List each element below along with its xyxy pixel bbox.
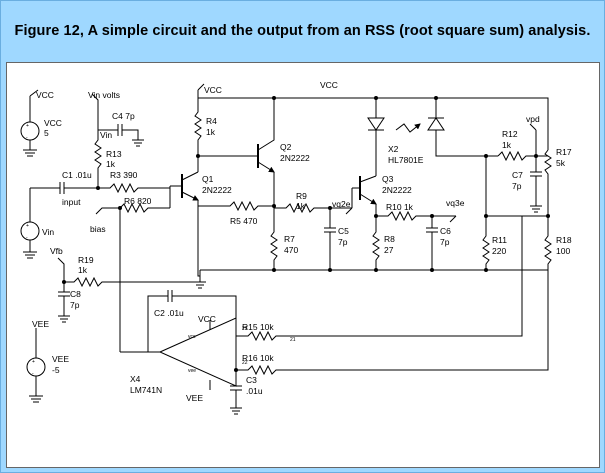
- figure-title: Figure 12, A simple circuit and the outp…: [14, 23, 591, 39]
- vin-volts-branch: [91, 93, 144, 188]
- vfb-label: Vfb: [50, 246, 63, 256]
- bias-node-label: bias: [90, 224, 106, 234]
- x2-laser: [367, 98, 498, 176]
- r18-label: R18: [556, 235, 572, 245]
- r8-label: R8: [384, 234, 395, 244]
- r11-value: 220: [492, 246, 506, 256]
- vee-source: + -: [26, 328, 46, 403]
- vin-source-label: Vin: [42, 227, 54, 237]
- c6-value: 7p: [440, 237, 450, 247]
- vee-op-label: VEE: [186, 393, 203, 403]
- photodiode-network: [482, 123, 552, 270]
- r6-label: R6 820: [124, 196, 152, 206]
- r11-label: R11: [492, 235, 507, 245]
- vee-source-name: VEE: [52, 354, 69, 364]
- q1-type: 2N2222: [202, 185, 232, 195]
- vee-node-label: VEE: [32, 319, 49, 329]
- vin-volts-label: Vin volts: [88, 90, 120, 100]
- r12-value: 1k: [502, 140, 512, 150]
- r17-label: R17: [556, 147, 572, 157]
- c5-label: C5: [338, 226, 349, 236]
- r17-value: 5k: [556, 158, 566, 168]
- svg-text:-: -: [32, 371, 34, 377]
- q1-label: Q1: [202, 174, 214, 184]
- x4-label: X4: [130, 374, 141, 384]
- r3-label: R3 390: [110, 170, 138, 180]
- r13-value: 1k: [106, 159, 116, 169]
- x2-type: HL7801E: [388, 155, 424, 165]
- c4-label: C4 7p: [112, 111, 135, 121]
- vcc-rail-label: VCC: [320, 80, 338, 90]
- svg-text:-: -: [26, 135, 28, 141]
- q3-label: Q3: [382, 174, 394, 184]
- vcc-source: + -: [20, 89, 40, 157]
- q3-type: 2N2222: [382, 185, 412, 195]
- r18-value: 100: [556, 246, 570, 256]
- vin-node-label: Vin: [100, 130, 112, 140]
- r9-label: R9: [296, 191, 307, 201]
- r19-label: R19: [78, 255, 94, 265]
- r7-value: 470: [284, 245, 298, 255]
- c3-label: C3: [246, 375, 257, 385]
- c7-value: 7p: [512, 181, 522, 191]
- r13-label: R13: [106, 149, 122, 159]
- svg-text:21: 21: [290, 337, 296, 343]
- svg-text:vee: vee: [188, 368, 196, 374]
- svg-text:+: +: [26, 123, 29, 129]
- c2-label: C2 .01u: [154, 308, 184, 318]
- q2-emitter-network: [198, 200, 353, 270]
- vcc-source-value: 5: [44, 128, 49, 138]
- vcc-top-left-label: VCC: [36, 90, 54, 100]
- svg-text:23: 23: [242, 326, 248, 332]
- q3-emitter-network: [376, 210, 457, 270]
- op-amp-x4: [120, 216, 549, 415]
- r7-label: R7: [284, 234, 295, 244]
- c3-value: .01u: [246, 386, 263, 396]
- c5-value: 7p: [338, 237, 348, 247]
- svg-text:+: +: [26, 223, 29, 229]
- input-path: + -: [20, 182, 170, 259]
- c7-label: C7: [512, 170, 523, 180]
- r19-value: 1k: [78, 265, 88, 275]
- q1-stage: [169, 83, 205, 277]
- c6-label: C6: [440, 226, 451, 236]
- r4-label: R4: [206, 116, 217, 126]
- r4-value: 1k: [206, 127, 216, 137]
- bias-branch: [95, 202, 170, 352]
- vq3e-label: vq3e: [446, 198, 465, 208]
- r9-value: 1k: [296, 201, 306, 211]
- r15-label: R15 10k: [242, 322, 274, 332]
- svg-text:-: -: [26, 235, 28, 241]
- vcc-rail: [198, 97, 549, 150]
- svg-text:22: 22: [242, 360, 248, 366]
- r8-value: 27: [384, 245, 394, 255]
- x4-type: LM741N: [130, 385, 162, 395]
- svg-text:+: +: [32, 359, 35, 365]
- vcc-op-label: VCC: [198, 314, 216, 324]
- vee-source-value: -5: [52, 365, 60, 375]
- q3-stage: [351, 175, 380, 270]
- q2-stage: [198, 98, 275, 208]
- c1-label: C1 .01u: [62, 170, 92, 180]
- r5-label: R5 470: [230, 216, 258, 226]
- input-node-label: input: [62, 197, 81, 207]
- r16-label: R16 10k: [242, 353, 274, 363]
- r12-label: R12: [502, 129, 518, 139]
- vcc-q1-label: VCC: [204, 85, 222, 95]
- c8-label: C8: [70, 289, 81, 299]
- q2-type: 2N2222: [280, 153, 310, 163]
- svg-text:vcc: vcc: [188, 334, 196, 340]
- vcc-source-name: VCC: [44, 118, 62, 128]
- x2-label: X2: [388, 144, 399, 154]
- c8-value: 7p: [70, 300, 80, 310]
- title-bar: Figure 12, A simple circuit and the outp…: [0, 0, 605, 62]
- vpd-label: vpd: [526, 114, 540, 124]
- vq2e-label: vq2e: [332, 199, 351, 209]
- q2-label: Q2: [280, 142, 292, 152]
- r10-label: R10 1k: [386, 202, 414, 212]
- ground-bus: [194, 269, 548, 289]
